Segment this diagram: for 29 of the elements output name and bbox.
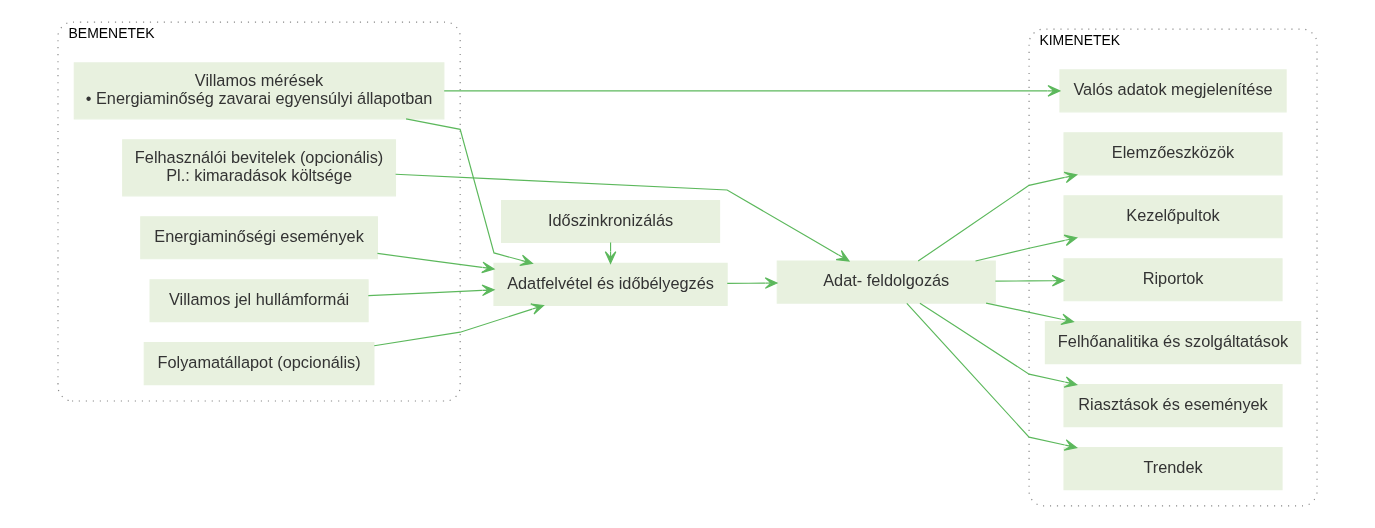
arrow: [395, 173, 850, 262]
node-box: Kezelőpultok: [1063, 195, 1283, 239]
arrow: [985, 302, 1074, 325]
arrow: [974, 234, 1078, 262]
node-box: Folyamatállapot (opcionális): [143, 342, 375, 386]
node-box: Adat- feldolgozás: [776, 260, 996, 304]
node-box: Energiaminőségi események: [140, 216, 378, 260]
arrow: [405, 118, 533, 266]
node-box: Elemzőeszközök: [1063, 132, 1283, 176]
node-box: Riasztások és események: [1063, 384, 1283, 428]
node-box: Riportok: [1063, 258, 1283, 302]
arrow: [373, 303, 545, 347]
node-box: Felhőanalitika és szolgáltatások: [1044, 321, 1302, 365]
node-box: Villamos mérések • Energiaminőség zavarai egyensúlyi állapotban: [73, 62, 445, 120]
node-box: Trendek: [1063, 447, 1283, 491]
arrow: [917, 171, 1078, 262]
arrow: [376, 252, 495, 274]
arrow: [906, 302, 1078, 451]
arrow: [726, 277, 778, 289]
node-box: Valós adatok megjelenítése: [1059, 69, 1287, 113]
node-box: Felhasználói bevitelek (opcionális) Pl.: kimaradások költsége: [122, 139, 397, 197]
arrow: [443, 85, 1061, 97]
node-box: Időszinkronizálás: [500, 199, 721, 243]
node-box: Adatfelvétel és időbélyegzés: [493, 262, 728, 306]
arrow: [604, 241, 617, 264]
arrow: [994, 274, 1065, 287]
arrow: [367, 284, 495, 297]
node-box: Villamos jel hullámformái: [149, 279, 369, 323]
arrow: [919, 302, 1078, 388]
